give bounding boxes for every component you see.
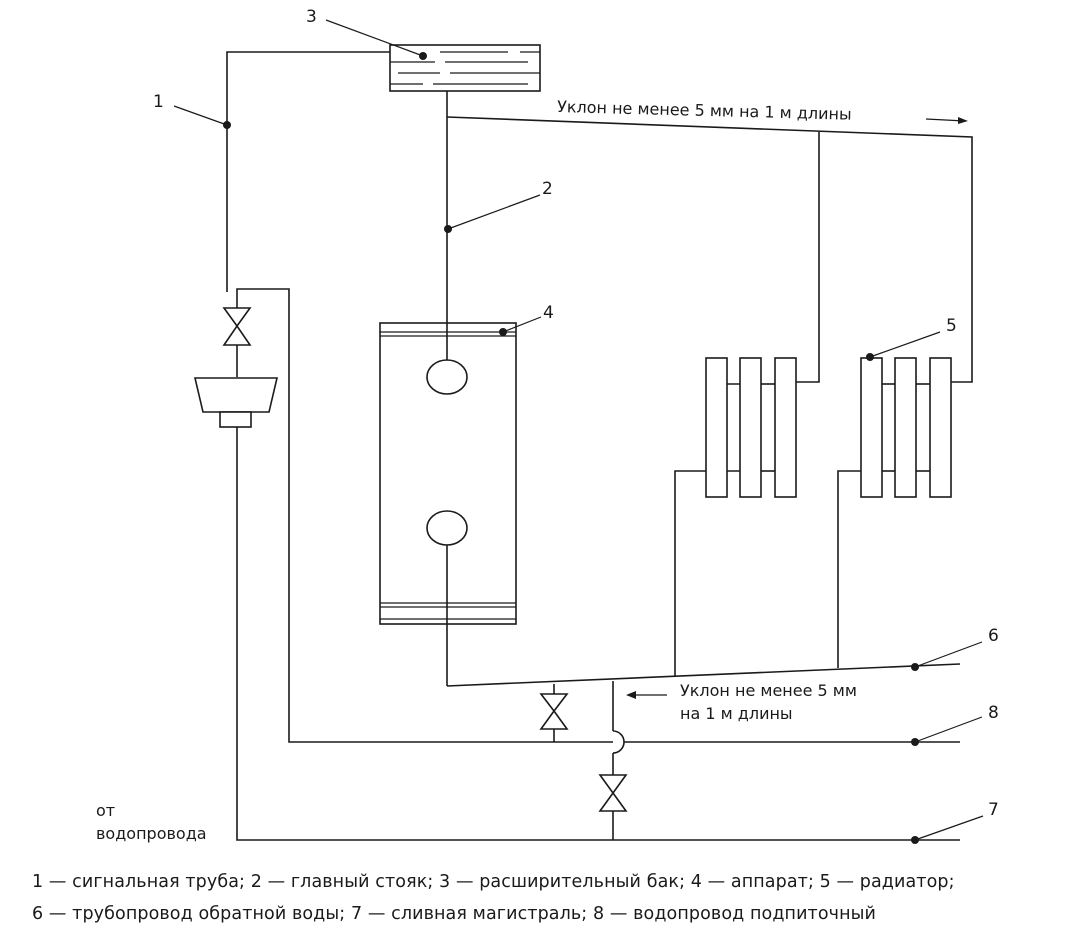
water-source-note-line1: от bbox=[96, 801, 115, 820]
return-drain-valve bbox=[539, 684, 569, 742]
callout-8: 8 bbox=[911, 703, 999, 746]
callout-label-3: 3 bbox=[306, 7, 317, 27]
callout-5: 5 bbox=[866, 316, 957, 361]
callout-label-7: 7 bbox=[988, 800, 999, 820]
return-slope-arrow bbox=[626, 691, 667, 699]
callout-label-2: 2 bbox=[542, 179, 553, 199]
supply-slope-arrow bbox=[925, 117, 968, 124]
callout-label-5: 5 bbox=[946, 316, 957, 336]
supply-main bbox=[446, 116, 973, 383]
signal-pipe bbox=[226, 51, 390, 292]
callout-4: 4 bbox=[499, 303, 554, 336]
radiator-right bbox=[837, 357, 952, 668]
callout-1: 1 bbox=[153, 92, 231, 129]
water-source-note-line2: водопровода bbox=[96, 824, 207, 843]
heating-system-diagram: 1 2 3 4 5 6 8 7 Уклон не менее 5 мм на 1… bbox=[96, 7, 999, 844]
callout-label-6: 6 bbox=[988, 626, 999, 646]
return-main bbox=[446, 663, 961, 687]
callout-6: 6 bbox=[911, 626, 999, 671]
makeup-water-pipe bbox=[222, 288, 960, 743]
apparatus bbox=[379, 322, 517, 686]
return-slope-note-line1: Уклон не менее 5 мм bbox=[680, 681, 857, 700]
return-slope-note-line2: на 1 м длины bbox=[680, 704, 793, 723]
supply-slope-note: Уклон не менее 5 мм на 1 м длины bbox=[557, 97, 852, 124]
callout-3: 3 bbox=[306, 7, 427, 60]
drain-funnel bbox=[193, 377, 279, 428]
callout-label-1: 1 bbox=[153, 92, 164, 112]
legend-line-1: 1 — сигнальная труба; 2 — главный стояк;… bbox=[32, 872, 955, 892]
callout-2: 2 bbox=[444, 179, 553, 233]
legend-line-2: 6 — трубопровод обратной воды; 7 — сливн… bbox=[32, 904, 877, 924]
callout-label-4: 4 bbox=[543, 303, 554, 323]
callout-label-8: 8 bbox=[988, 703, 999, 723]
drain-main bbox=[236, 427, 960, 841]
callout-7: 7 bbox=[911, 800, 999, 844]
radiator-left bbox=[674, 357, 797, 676]
return-to-drain-pipe bbox=[598, 681, 628, 840]
